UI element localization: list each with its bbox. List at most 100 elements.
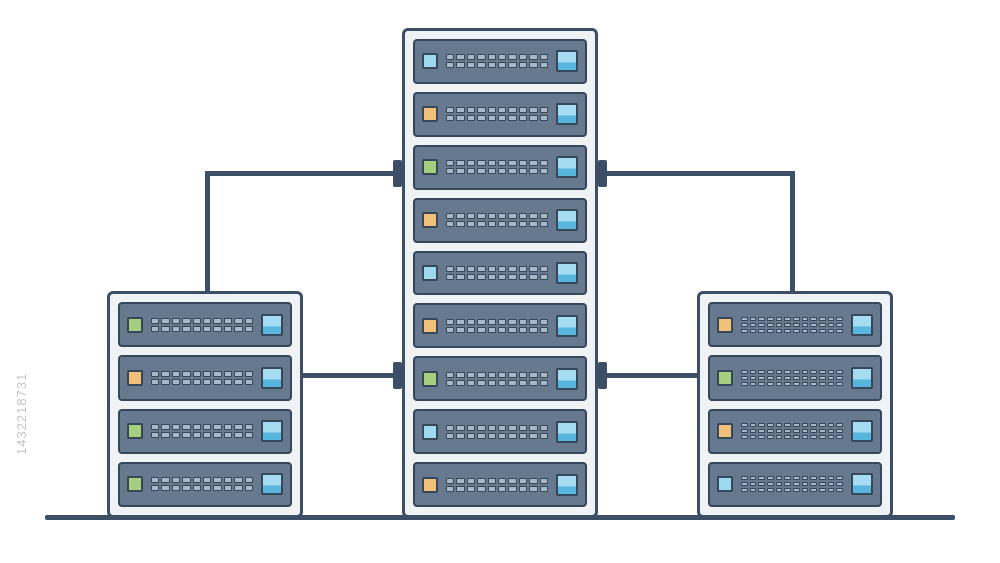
vent-cell bbox=[161, 424, 170, 431]
vent-cell bbox=[775, 328, 783, 333]
vent-cell bbox=[213, 432, 222, 439]
drive-bay-screen bbox=[556, 103, 578, 126]
drive-bay-screen bbox=[851, 366, 873, 389]
vent-cell bbox=[766, 328, 774, 333]
vent-cell bbox=[234, 325, 243, 332]
vent-cell bbox=[446, 54, 455, 61]
vent-cell bbox=[497, 213, 507, 220]
vent-cell bbox=[223, 370, 233, 377]
vent-cell bbox=[446, 160, 455, 167]
vent-cell bbox=[758, 316, 765, 321]
vent-cell bbox=[784, 375, 791, 380]
vent-cell bbox=[818, 429, 826, 434]
vent-cell bbox=[223, 424, 233, 431]
vent-cell bbox=[741, 429, 748, 434]
vent-grid bbox=[446, 366, 548, 392]
vent-cell bbox=[801, 322, 809, 327]
vent-cell bbox=[818, 375, 826, 380]
vent-cell bbox=[487, 213, 496, 220]
vent-cell bbox=[192, 424, 201, 431]
vent-cell bbox=[497, 318, 507, 325]
vent-cell bbox=[749, 423, 757, 428]
vent-cell bbox=[151, 424, 160, 431]
vent-cell bbox=[775, 369, 783, 374]
vent-cell bbox=[792, 435, 800, 440]
vent-cell bbox=[223, 378, 233, 385]
network-cable-mid-left bbox=[303, 373, 402, 378]
status-led-green bbox=[422, 159, 438, 176]
vent-cell bbox=[749, 488, 757, 493]
vent-cell bbox=[810, 322, 817, 327]
vent-cell bbox=[818, 328, 826, 333]
vent-cell bbox=[801, 482, 809, 487]
vent-grid bbox=[741, 311, 843, 339]
watermark-id: 1432218731 bbox=[14, 372, 29, 455]
vent-cell bbox=[529, 160, 538, 167]
drive-bay-screen bbox=[556, 262, 578, 284]
vent-cell bbox=[456, 266, 465, 272]
vent-cell bbox=[775, 435, 783, 440]
vent-cell bbox=[192, 432, 201, 439]
vent-cell bbox=[202, 325, 212, 332]
vent-cell bbox=[529, 424, 538, 431]
vent-cell bbox=[810, 435, 817, 440]
vent-cell bbox=[446, 107, 455, 114]
vent-cell bbox=[446, 266, 455, 272]
vent-cell bbox=[446, 379, 455, 386]
vent-cell bbox=[749, 316, 757, 321]
vent-cell bbox=[741, 423, 748, 428]
vent-grid bbox=[151, 365, 253, 391]
vent-cell bbox=[836, 316, 843, 321]
vent-cell bbox=[466, 274, 476, 280]
status-led-orange bbox=[127, 369, 143, 386]
vent-cell bbox=[784, 316, 791, 321]
vent-cell bbox=[810, 482, 817, 487]
vent-cell bbox=[539, 168, 548, 175]
vent-cell bbox=[518, 379, 528, 386]
vent-cell bbox=[766, 476, 774, 481]
vent-cell bbox=[487, 477, 496, 484]
vent-cell bbox=[456, 477, 465, 484]
vent-cell bbox=[151, 485, 160, 492]
vent-cell bbox=[171, 424, 181, 431]
vent-cell bbox=[456, 432, 465, 439]
vent-cell bbox=[775, 476, 783, 481]
drive-bay-screen bbox=[261, 420, 283, 443]
vent-cell bbox=[244, 325, 253, 332]
vent-cell bbox=[758, 476, 765, 481]
vent-cell bbox=[182, 370, 191, 377]
vent-cell bbox=[758, 488, 765, 493]
vent-cell bbox=[784, 322, 791, 327]
vent-cell bbox=[487, 424, 496, 431]
vent-cell bbox=[529, 213, 538, 220]
vent-cell bbox=[477, 266, 486, 272]
vent-cell bbox=[466, 432, 476, 439]
vent-cell bbox=[466, 107, 476, 114]
vent-cell bbox=[466, 485, 476, 492]
server-rack-center bbox=[402, 28, 598, 518]
vent-cell bbox=[182, 432, 191, 439]
vent-cell bbox=[518, 107, 528, 114]
vent-cell bbox=[508, 54, 517, 61]
vent-cell bbox=[487, 54, 496, 61]
vent-cell bbox=[487, 107, 496, 114]
vent-cell bbox=[466, 168, 476, 175]
vent-cell bbox=[818, 423, 826, 428]
vent-grid bbox=[446, 260, 548, 286]
vent-grid bbox=[446, 207, 548, 233]
vent-grid bbox=[741, 470, 843, 498]
vent-cell bbox=[192, 370, 201, 377]
status-led-orange bbox=[422, 317, 438, 334]
vent-cell bbox=[836, 429, 843, 434]
server-rack-left bbox=[107, 291, 303, 518]
vent-cell bbox=[766, 316, 774, 321]
vent-cell bbox=[477, 168, 486, 175]
vent-cell bbox=[456, 485, 465, 492]
vent-grid bbox=[741, 417, 843, 445]
vent-cell bbox=[477, 115, 486, 122]
status-led-orange bbox=[717, 423, 733, 440]
vent-cell bbox=[529, 318, 538, 325]
vent-cell bbox=[836, 423, 843, 428]
vent-cell bbox=[529, 274, 538, 280]
drive-bay-screen bbox=[851, 420, 873, 443]
